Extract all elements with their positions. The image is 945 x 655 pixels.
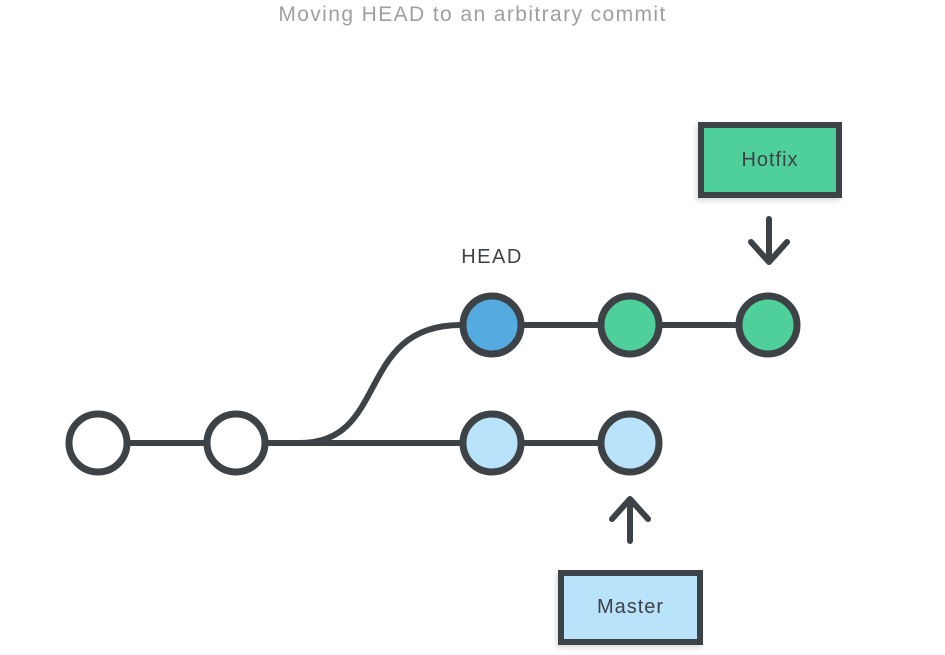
branch-curve — [297, 322, 464, 446]
diagram-title: Moving HEAD to an arbitrary commit — [278, 3, 667, 26]
commit-node-root-2 — [203, 410, 269, 476]
hotfix-down-arrow-icon — [748, 216, 790, 265]
commit-node-master-1 — [459, 410, 525, 476]
commit-node-hotfix-2 — [735, 292, 801, 358]
head-label: HEAD — [461, 246, 523, 268]
commit-node-master-2 — [597, 410, 663, 476]
master-branch-label-text: Master — [596, 596, 665, 618]
commit-node-root-1 — [65, 410, 131, 476]
master-branch-label: Master — [558, 570, 703, 645]
hotfix-branch-label-text: Hotfix — [741, 148, 799, 171]
hotfix-branch-label: Hotfix — [698, 122, 842, 198]
commit-node-head — [459, 292, 525, 358]
master-up-arrow-icon — [609, 496, 651, 544]
commit-node-hotfix-1 — [597, 292, 663, 358]
